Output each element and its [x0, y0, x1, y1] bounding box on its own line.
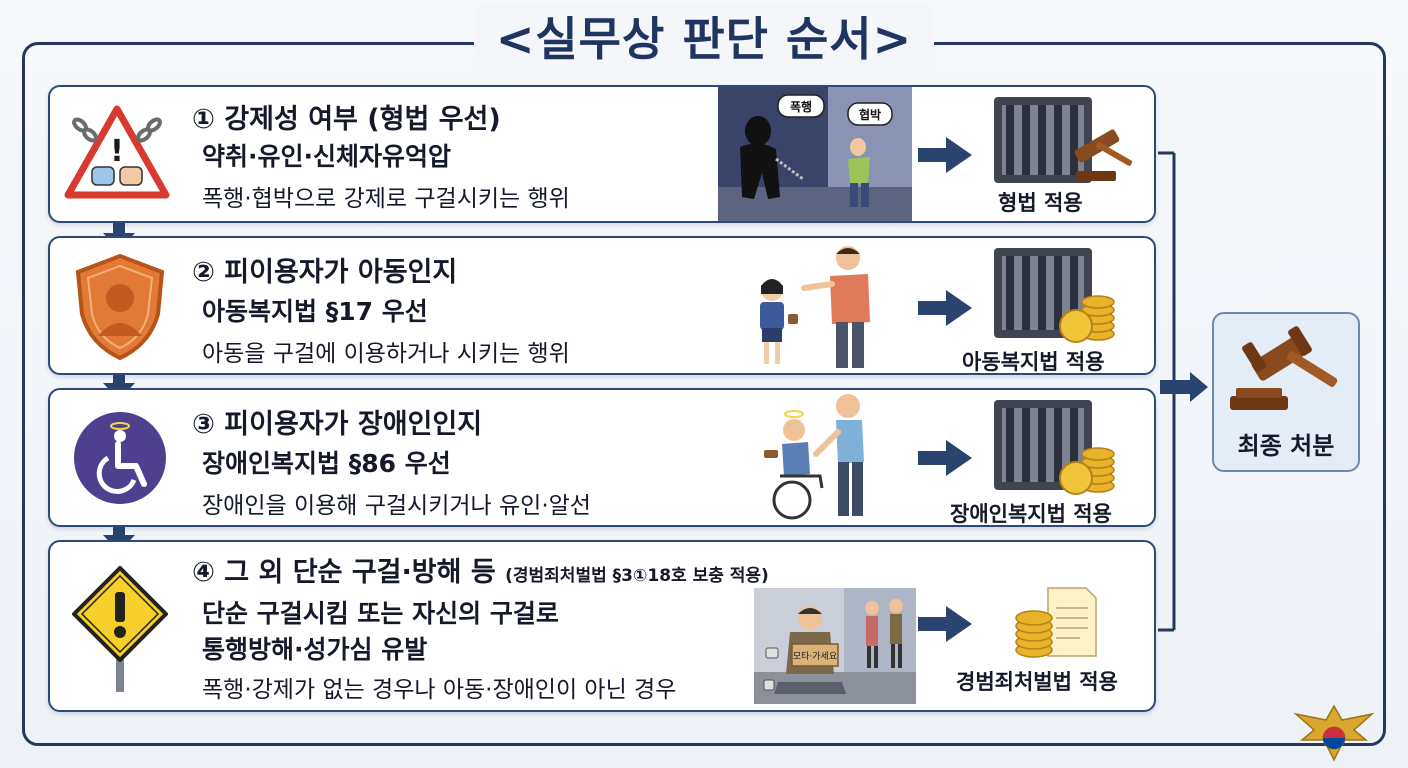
- step-4-number: ④: [192, 557, 215, 588]
- disabled-exploitation-illustration: [764, 394, 864, 520]
- arrow-right-2: [918, 290, 972, 326]
- final-label: 최종 처분: [1237, 432, 1335, 460]
- wheelchair-icon: [74, 412, 166, 504]
- coercion-illustration: 폭행 협박: [718, 87, 912, 221]
- step-1-heading: ① 강제성 여부 (형법 우선): [192, 97, 501, 136]
- step-4-desc: 폭행·강제가 없는 경우나 아동·장애인이 아닌 경우: [202, 677, 677, 703]
- step-2-title: 피이용자가 아동인지: [224, 257, 458, 288]
- step-1-law: 약취·유인·신체자유억압: [202, 142, 451, 171]
- step-4-result: 경범죄처벌법 적용: [956, 670, 1118, 694]
- bubble-left-text: 폭행: [790, 99, 812, 114]
- step-3-law: 장애인복지법 §86 우선: [202, 449, 451, 478]
- child-exploitation-illustration: [760, 246, 870, 368]
- jail-coins-icon-2: [994, 400, 1115, 495]
- step-3-number: ③: [192, 409, 215, 440]
- jail-gavel-icon: [994, 97, 1133, 183]
- step-2-card: ② 피이용자가 아동인지 아동복지법 §17 우선 아동을 구걸에 이용하거나 …: [48, 236, 1156, 375]
- step-2-number: ②: [192, 257, 215, 288]
- step-2-heading: ② 피이용자가 아동인지: [192, 250, 457, 289]
- police-emblem-icon: [1293, 704, 1375, 762]
- step-4-law-line1: 단순 구걸시킴 또는 자신의 구걸로: [202, 599, 559, 628]
- jail-coins-icon: [994, 248, 1115, 343]
- title-wrap: <실무상 판단 순서>: [0, 4, 1408, 74]
- svg-text:!: !: [110, 134, 124, 169]
- step-1-result: 형법 적용: [998, 191, 1083, 215]
- step-3-result: 장애인복지법 적용: [950, 502, 1112, 526]
- step-1-desc: 폭행·협박으로 강제로 구걸시키는 행위: [202, 186, 570, 212]
- step-4-title: 그 외 단순 구걸·방해 등: [224, 557, 496, 588]
- caution-sign-icon: [72, 566, 168, 692]
- arrow-right-1: [918, 137, 972, 173]
- begging-illustration: 모타·가세요: [754, 588, 916, 704]
- step-2-law: 아동복지법 §17 우선: [202, 297, 428, 326]
- step-3-title: 피이용자가 장애인인지: [224, 409, 483, 440]
- step-4-note: (경범죄처벌법 §3①18호 보충 적용): [505, 566, 769, 586]
- child-shield-icon: [75, 253, 165, 361]
- final-decision-box: 최종 처분: [1212, 312, 1360, 472]
- step-2-desc: 아동을 구걸에 이용하거나 시키는 행위: [202, 341, 570, 367]
- coins-document-icon: [1015, 587, 1097, 658]
- step-4-heading: ④ 그 외 단순 구걸·방해 등 (경범죄처벌법 §3①18호 보충 적용): [192, 550, 769, 589]
- step-3-desc: 장애인을 이용해 구걸시키거나 유인·알선: [202, 493, 591, 519]
- flow-connector: [1158, 151, 1208, 632]
- gavel-icon: [1230, 326, 1338, 410]
- arrow-right-3: [918, 440, 972, 476]
- arrow-right-4: [918, 606, 972, 642]
- cardboard-sign-text: 모타·가세요: [793, 651, 837, 662]
- step-1-card: ! ① 강제성 여부 (형법 우선) 약취·유인·신체자유억압 폭행·협박으로 …: [48, 85, 1156, 223]
- step-4-law-line2: 통행방해·성가심 유발: [202, 635, 428, 664]
- bubble-right-text: 협박: [859, 107, 881, 122]
- step-3-heading: ③ 피이용자가 장애인인지: [192, 402, 482, 441]
- page-title: <실무상 판단 순서>: [473, 4, 935, 74]
- step-1-number: ①: [192, 104, 215, 135]
- step-3-card: ③ 피이용자가 장애인인지 장애인복지법 §86 우선 장애인을 이용해 구걸시…: [48, 388, 1156, 527]
- step-1-title: 강제성 여부 (형법 우선): [224, 104, 501, 135]
- step-4-card: ④ 그 외 단순 구걸·방해 등 (경범죄처벌법 §3①18호 보충 적용) 단…: [48, 540, 1156, 712]
- step-2-result: 아동복지법 적용: [962, 350, 1105, 374]
- chain-warning-icon: !: [64, 105, 170, 199]
